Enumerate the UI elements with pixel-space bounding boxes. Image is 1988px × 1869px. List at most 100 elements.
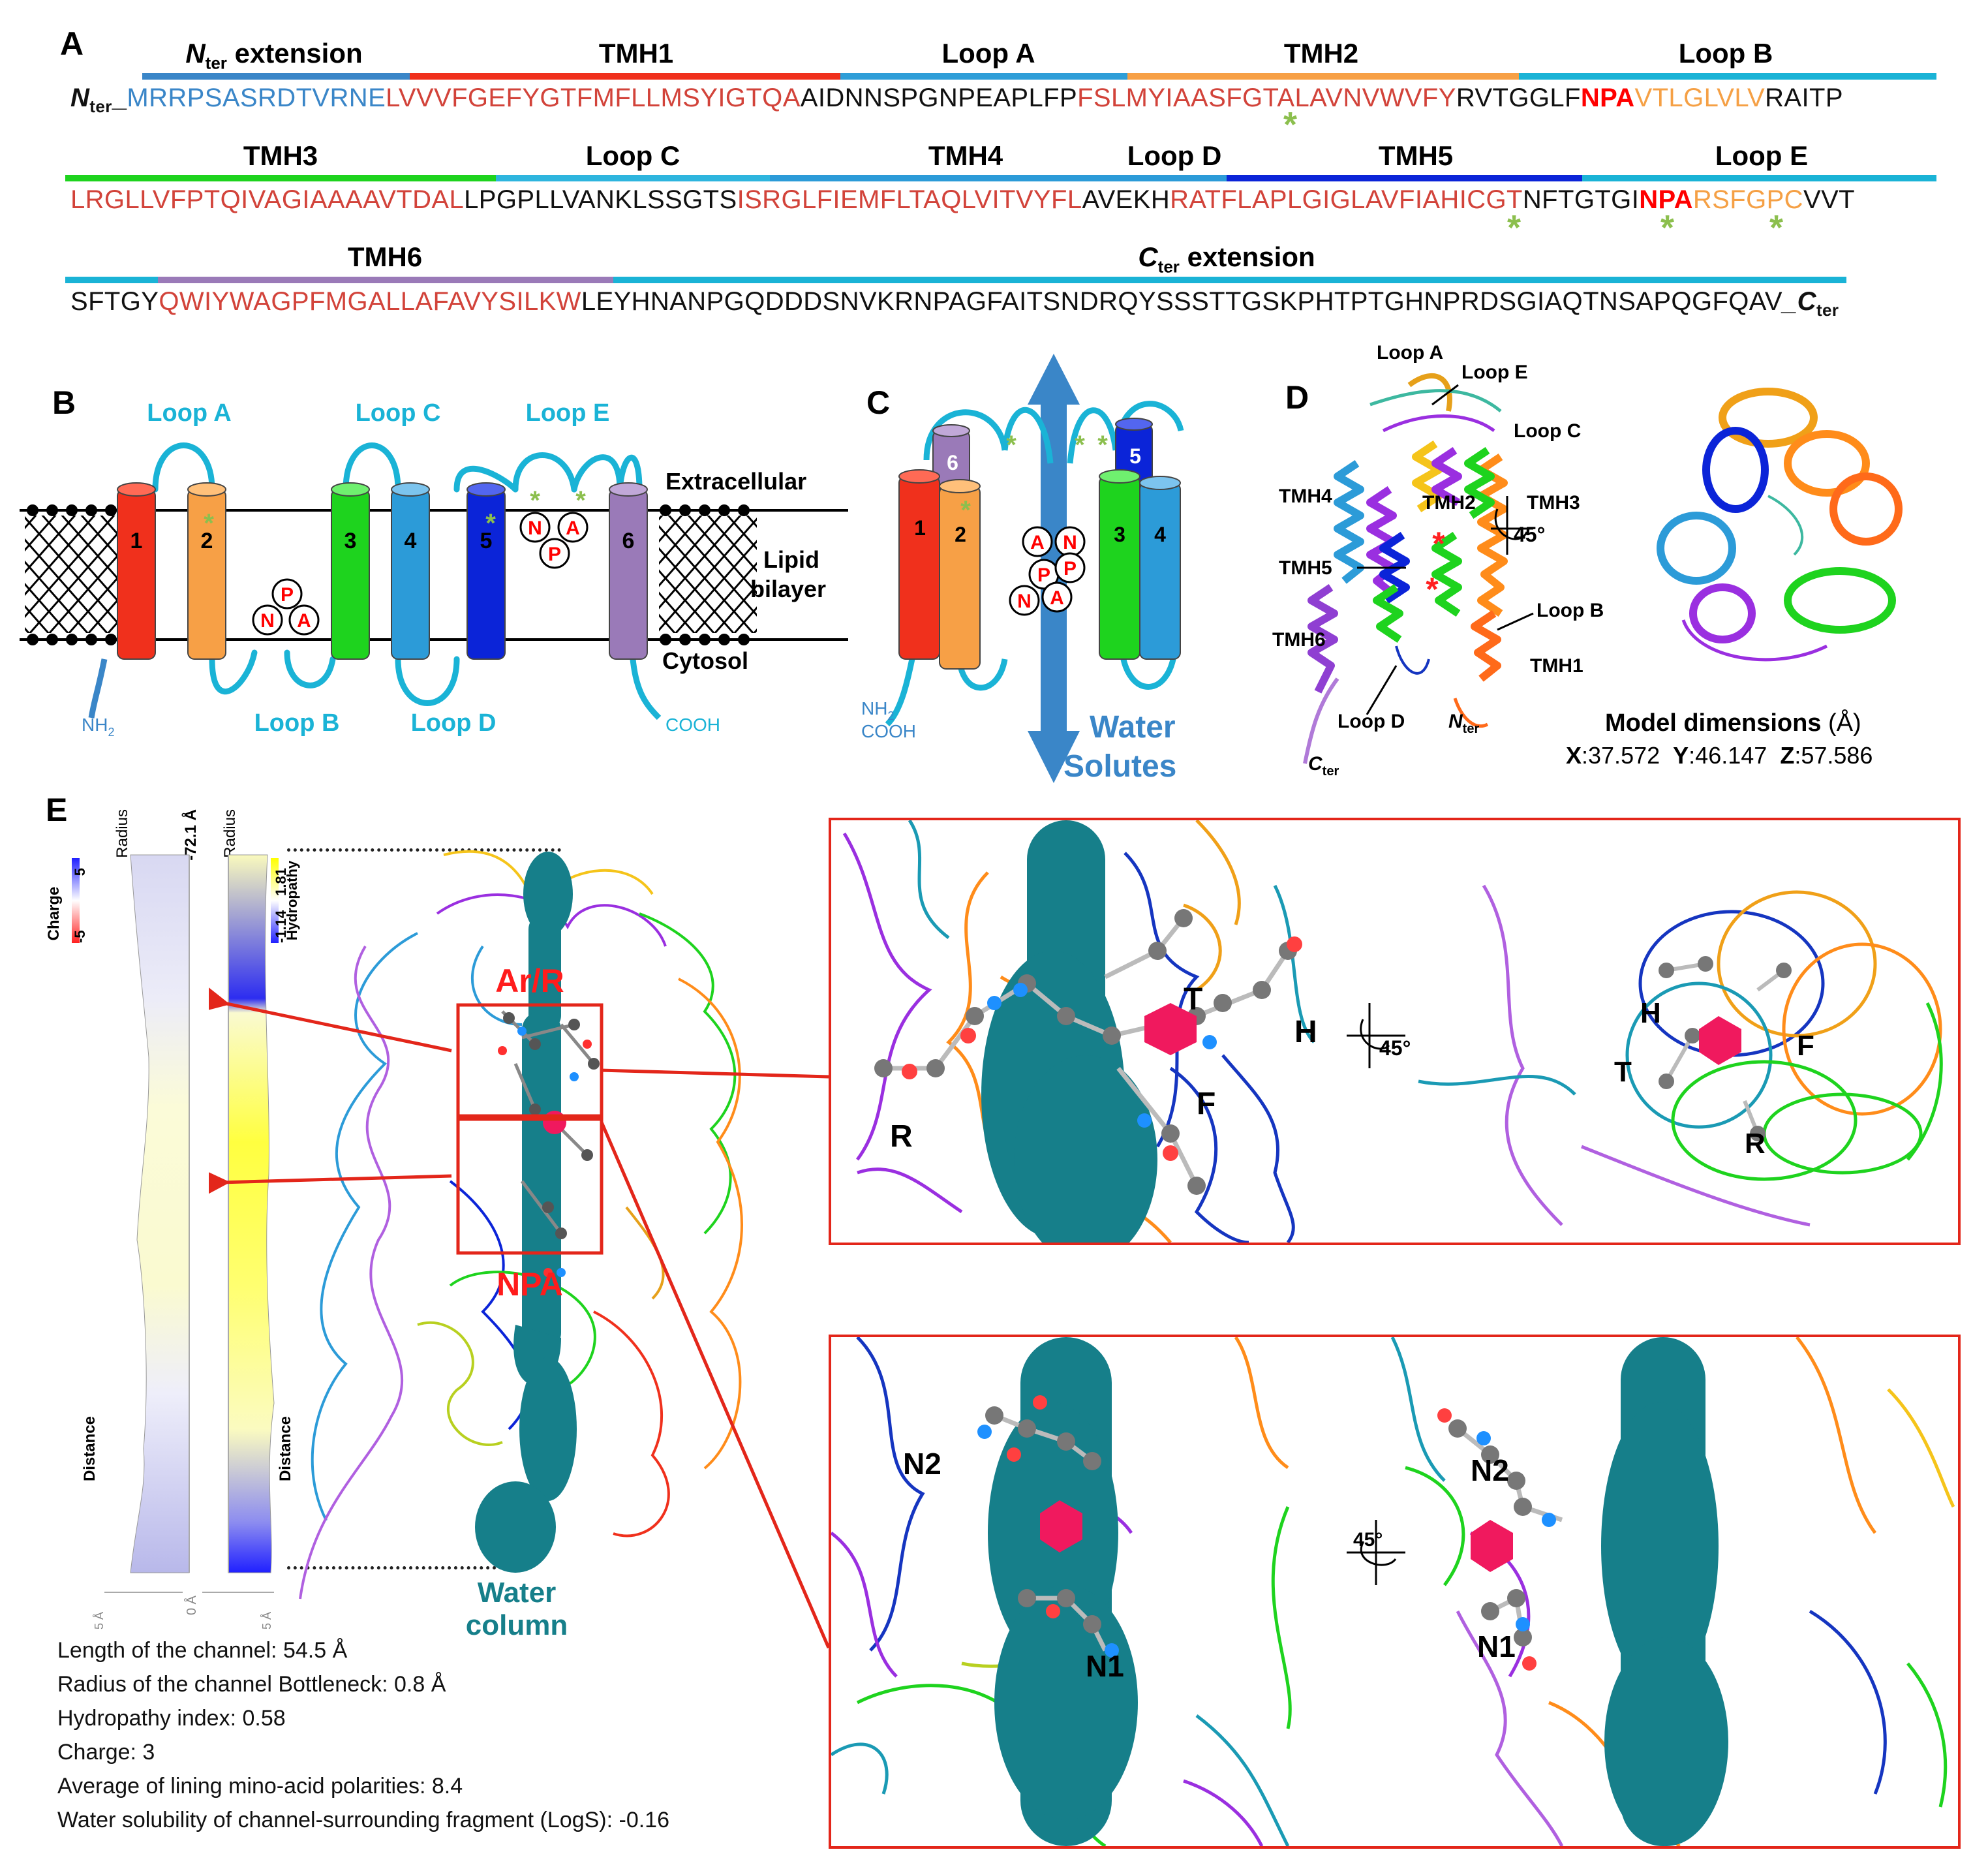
- svg-text:N: N: [1063, 532, 1077, 553]
- stat-polarity: Average of lining mino-acid polarities: …: [57, 1774, 463, 1799]
- svg-text:A: A: [566, 517, 580, 539]
- svg-text:45°: 45°: [1514, 523, 1545, 546]
- segment-label-tmh1: TMH1: [598, 38, 674, 69]
- panel-label-b: B: [52, 384, 76, 421]
- panel-label-e: E: [46, 792, 68, 828]
- bottom-guide: [287, 1566, 509, 1569]
- svg-text:NH2: NH2: [861, 698, 894, 722]
- segment-label-tmh6: TMH6: [347, 241, 423, 272]
- svg-text:F: F: [1197, 1087, 1216, 1121]
- sequence-row-3: SFTGYQWIYWAGPFMGALLAFAVYSILKWLEYHNANPGQD…: [70, 287, 1839, 320]
- svg-text:Cytosol: Cytosol: [662, 647, 748, 674]
- helix-4: [391, 489, 430, 660]
- svg-text:N: N: [260, 610, 275, 632]
- lipid-bilayer-right: [659, 516, 757, 633]
- svg-text:-1.14: -1.14: [273, 910, 289, 943]
- conserved-star: *: [1283, 105, 1298, 144]
- svg-text:*: *: [204, 509, 214, 538]
- svg-text:COOH: COOH: [861, 721, 916, 741]
- svg-text:TMH1: TMH1: [1530, 655, 1583, 677]
- sequence-row-2: LRGLLVFPTQIVAGIAAAAVTDALLPGPLLVANKLSSGTS…: [70, 185, 1855, 214]
- npa-zoom-box: N2 N1 N2 N1 45°: [829, 1335, 1961, 1849]
- svg-text:TMH2: TMH2: [1422, 492, 1476, 514]
- segment-label-loop-e: Loop E: [1715, 140, 1809, 171]
- svg-text:T: T: [1184, 982, 1202, 1017]
- bar-tmh2: [1127, 73, 1519, 80]
- svg-text:P: P: [548, 544, 561, 565]
- svg-text:*: *: [1075, 431, 1085, 459]
- svg-text:TMH4: TMH4: [1279, 486, 1332, 507]
- structure-model: * * 45° Loop A Loop E Loop C TMH4 TMH2 T…: [1272, 342, 1903, 779]
- svg-text:N1: N1: [1086, 1649, 1124, 1683]
- svg-text:1: 1: [914, 516, 926, 540]
- topology-diagram: 1 2 3 4 5 6 * * * * N P A N P A Loop A L…: [20, 399, 848, 739]
- svg-text:TMH5: TMH5: [1279, 557, 1332, 579]
- svg-text:45°: 45°: [1353, 1529, 1383, 1551]
- svg-text:Loop B: Loop B: [254, 709, 340, 737]
- stat-bottleneck: Radius of the channel Bottleneck: 0.8 Å: [57, 1672, 446, 1697]
- panel-label-c: C: [866, 384, 891, 421]
- svg-text:R: R: [890, 1119, 913, 1154]
- svg-text:X:37.572 Y:46.147 Z:57: X:37.572 Y:46.147 Z:57.586: [1566, 742, 1873, 769]
- helix-1: [117, 489, 156, 660]
- bar-cter: [613, 277, 1846, 283]
- svg-text:Loop E: Loop E: [526, 399, 610, 427]
- bar-tmh6: [158, 277, 613, 283]
- svg-text:Nter: Nter: [1448, 711, 1479, 736]
- top-guide: [287, 848, 561, 852]
- svg-text:Lipid: Lipid: [763, 546, 819, 573]
- profile-arrows: [209, 977, 452, 1201]
- svg-text:1: 1: [130, 529, 143, 553]
- segment-label-tmh3: TMH3: [243, 140, 318, 171]
- svg-text:column: column: [466, 1609, 568, 1641]
- bar-pre-tmh6: [65, 277, 158, 283]
- svg-text:N2: N2: [1471, 1453, 1509, 1487]
- svg-text:NH2: NH2: [82, 715, 114, 739]
- svg-text:Loop A: Loop A: [147, 399, 231, 427]
- helix-6: [609, 489, 648, 660]
- svg-text:P: P: [1063, 558, 1077, 579]
- svg-text:H: H: [1294, 1015, 1317, 1049]
- svg-text:A: A: [1050, 587, 1064, 609]
- sequence-row-1: Nter_MRRPSASRDTVRNELVVVFGEFYGTFMFLLMSYIG…: [70, 84, 1843, 116]
- svg-text:Extracellular: Extracellular: [665, 468, 806, 495]
- svg-text:Water: Water: [1090, 710, 1176, 745]
- svg-text:4: 4: [1154, 523, 1166, 546]
- svg-text:N2: N2: [903, 1447, 941, 1481]
- ar-r-zoom-box: T H R F 45°: [829, 818, 1961, 1245]
- bar-nter: [142, 73, 410, 80]
- segment-label-tmh4: TMH4: [928, 140, 1003, 171]
- svg-text:Distance: Distance: [81, 1416, 99, 1481]
- svg-text:Radius: Radius: [114, 809, 131, 858]
- svg-text:2: 2: [201, 529, 213, 553]
- svg-text:TMH6: TMH6: [1272, 629, 1326, 651]
- svg-text:Loop D: Loop D: [411, 709, 497, 737]
- svg-text:Solutes: Solutes: [1063, 749, 1176, 784]
- svg-text:6: 6: [622, 529, 635, 553]
- svg-text:Ar/R: Ar/R: [495, 963, 564, 999]
- svg-text:*: *: [530, 486, 540, 515]
- svg-text:TMH3: TMH3: [1527, 492, 1580, 514]
- panel-label-a: A: [60, 25, 84, 62]
- segment-label-loop-a: Loop A: [941, 38, 1035, 69]
- svg-text:2: 2: [955, 523, 966, 546]
- svg-text:H: H: [1640, 997, 1661, 1029]
- bar-tmh1: [410, 73, 840, 80]
- svg-text:COOH: COOH: [665, 715, 720, 735]
- svg-text:T: T: [1614, 1056, 1632, 1088]
- bar-tmh3: [65, 175, 496, 181]
- svg-text:Loop B: Loop B: [1537, 600, 1604, 621]
- svg-text:Loop A: Loop A: [1377, 342, 1443, 363]
- svg-text:Radius: Radius: [221, 809, 239, 858]
- svg-text:Model dimensions (Å): Model dimensions (Å): [1605, 708, 1861, 737]
- bar-loop-c: [496, 175, 770, 181]
- svg-text:A: A: [1030, 532, 1045, 553]
- svg-text:R: R: [1745, 1128, 1766, 1160]
- segment-label-loop-c: Loop C: [585, 140, 681, 171]
- svg-text:N1: N1: [1477, 1630, 1516, 1663]
- svg-text:-5: -5: [72, 930, 88, 943]
- svg-text:-72.1 Å: -72.1 Å: [181, 809, 200, 861]
- helix-3: [331, 489, 370, 660]
- channel-profile: Radius Radius -72.1 Å Charge 5 -5 Hydrop…: [45, 809, 300, 1630]
- svg-text:*: *: [1432, 525, 1445, 562]
